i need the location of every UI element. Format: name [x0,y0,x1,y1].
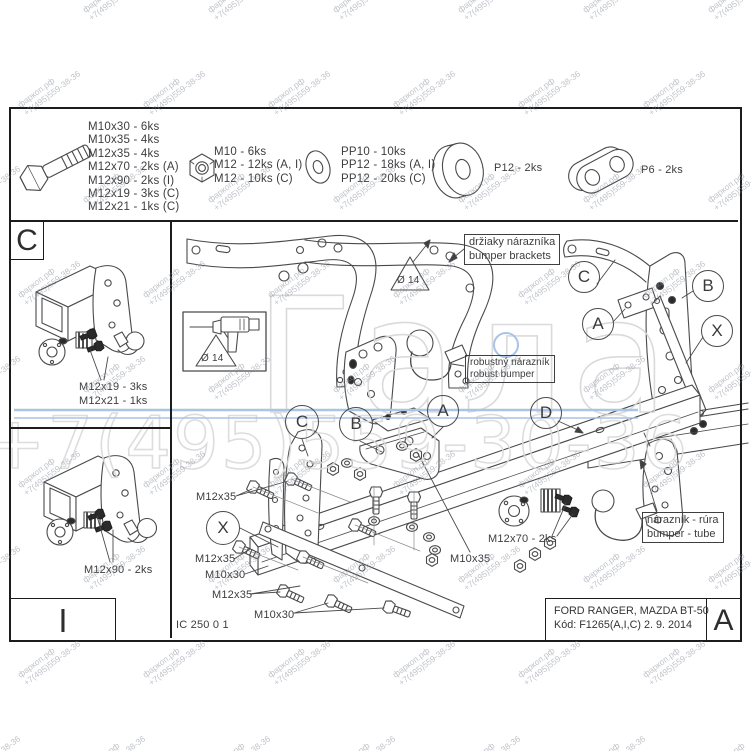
main-assembly-drawing [231,329,701,622]
c-view-drawing [35,265,145,381]
plate-icon [568,146,634,194]
bolt-icon [19,144,92,192]
big-washer-icon [432,142,484,199]
drill-callout-triangle [390,239,431,291]
nut-icon [189,153,215,183]
i-view-drawing [43,455,158,563]
bracket-callout-arrow [448,248,465,263]
drill-box-drawing [182,311,267,372]
washer-icon [305,150,331,184]
